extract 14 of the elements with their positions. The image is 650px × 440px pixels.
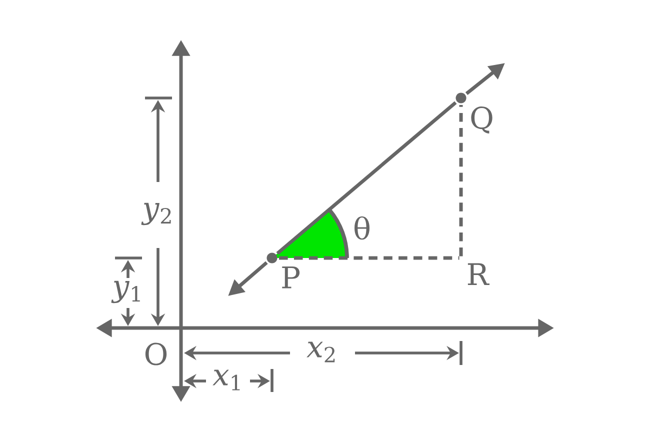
dimension-label: x$_{2}$: [306, 342, 335, 362]
line: [276, 101, 457, 255]
dashed-line: [459, 105, 463, 256]
dimension-label: y$_{1}$: [111, 280, 140, 304]
point: P: [266, 252, 300, 288]
angle-label: θ: [354, 216, 370, 240]
node-label: P: [282, 266, 300, 288]
node-label: Q: [471, 106, 492, 134]
point: Q: [456, 92, 492, 134]
dimension-label: x$_{1}$: [212, 370, 240, 390]
origin-label: O: [145, 342, 167, 366]
dashed-line: [279, 256, 460, 260]
corner-point: R: [468, 263, 490, 286]
dimension-label: y$_{2}$: [141, 202, 171, 226]
